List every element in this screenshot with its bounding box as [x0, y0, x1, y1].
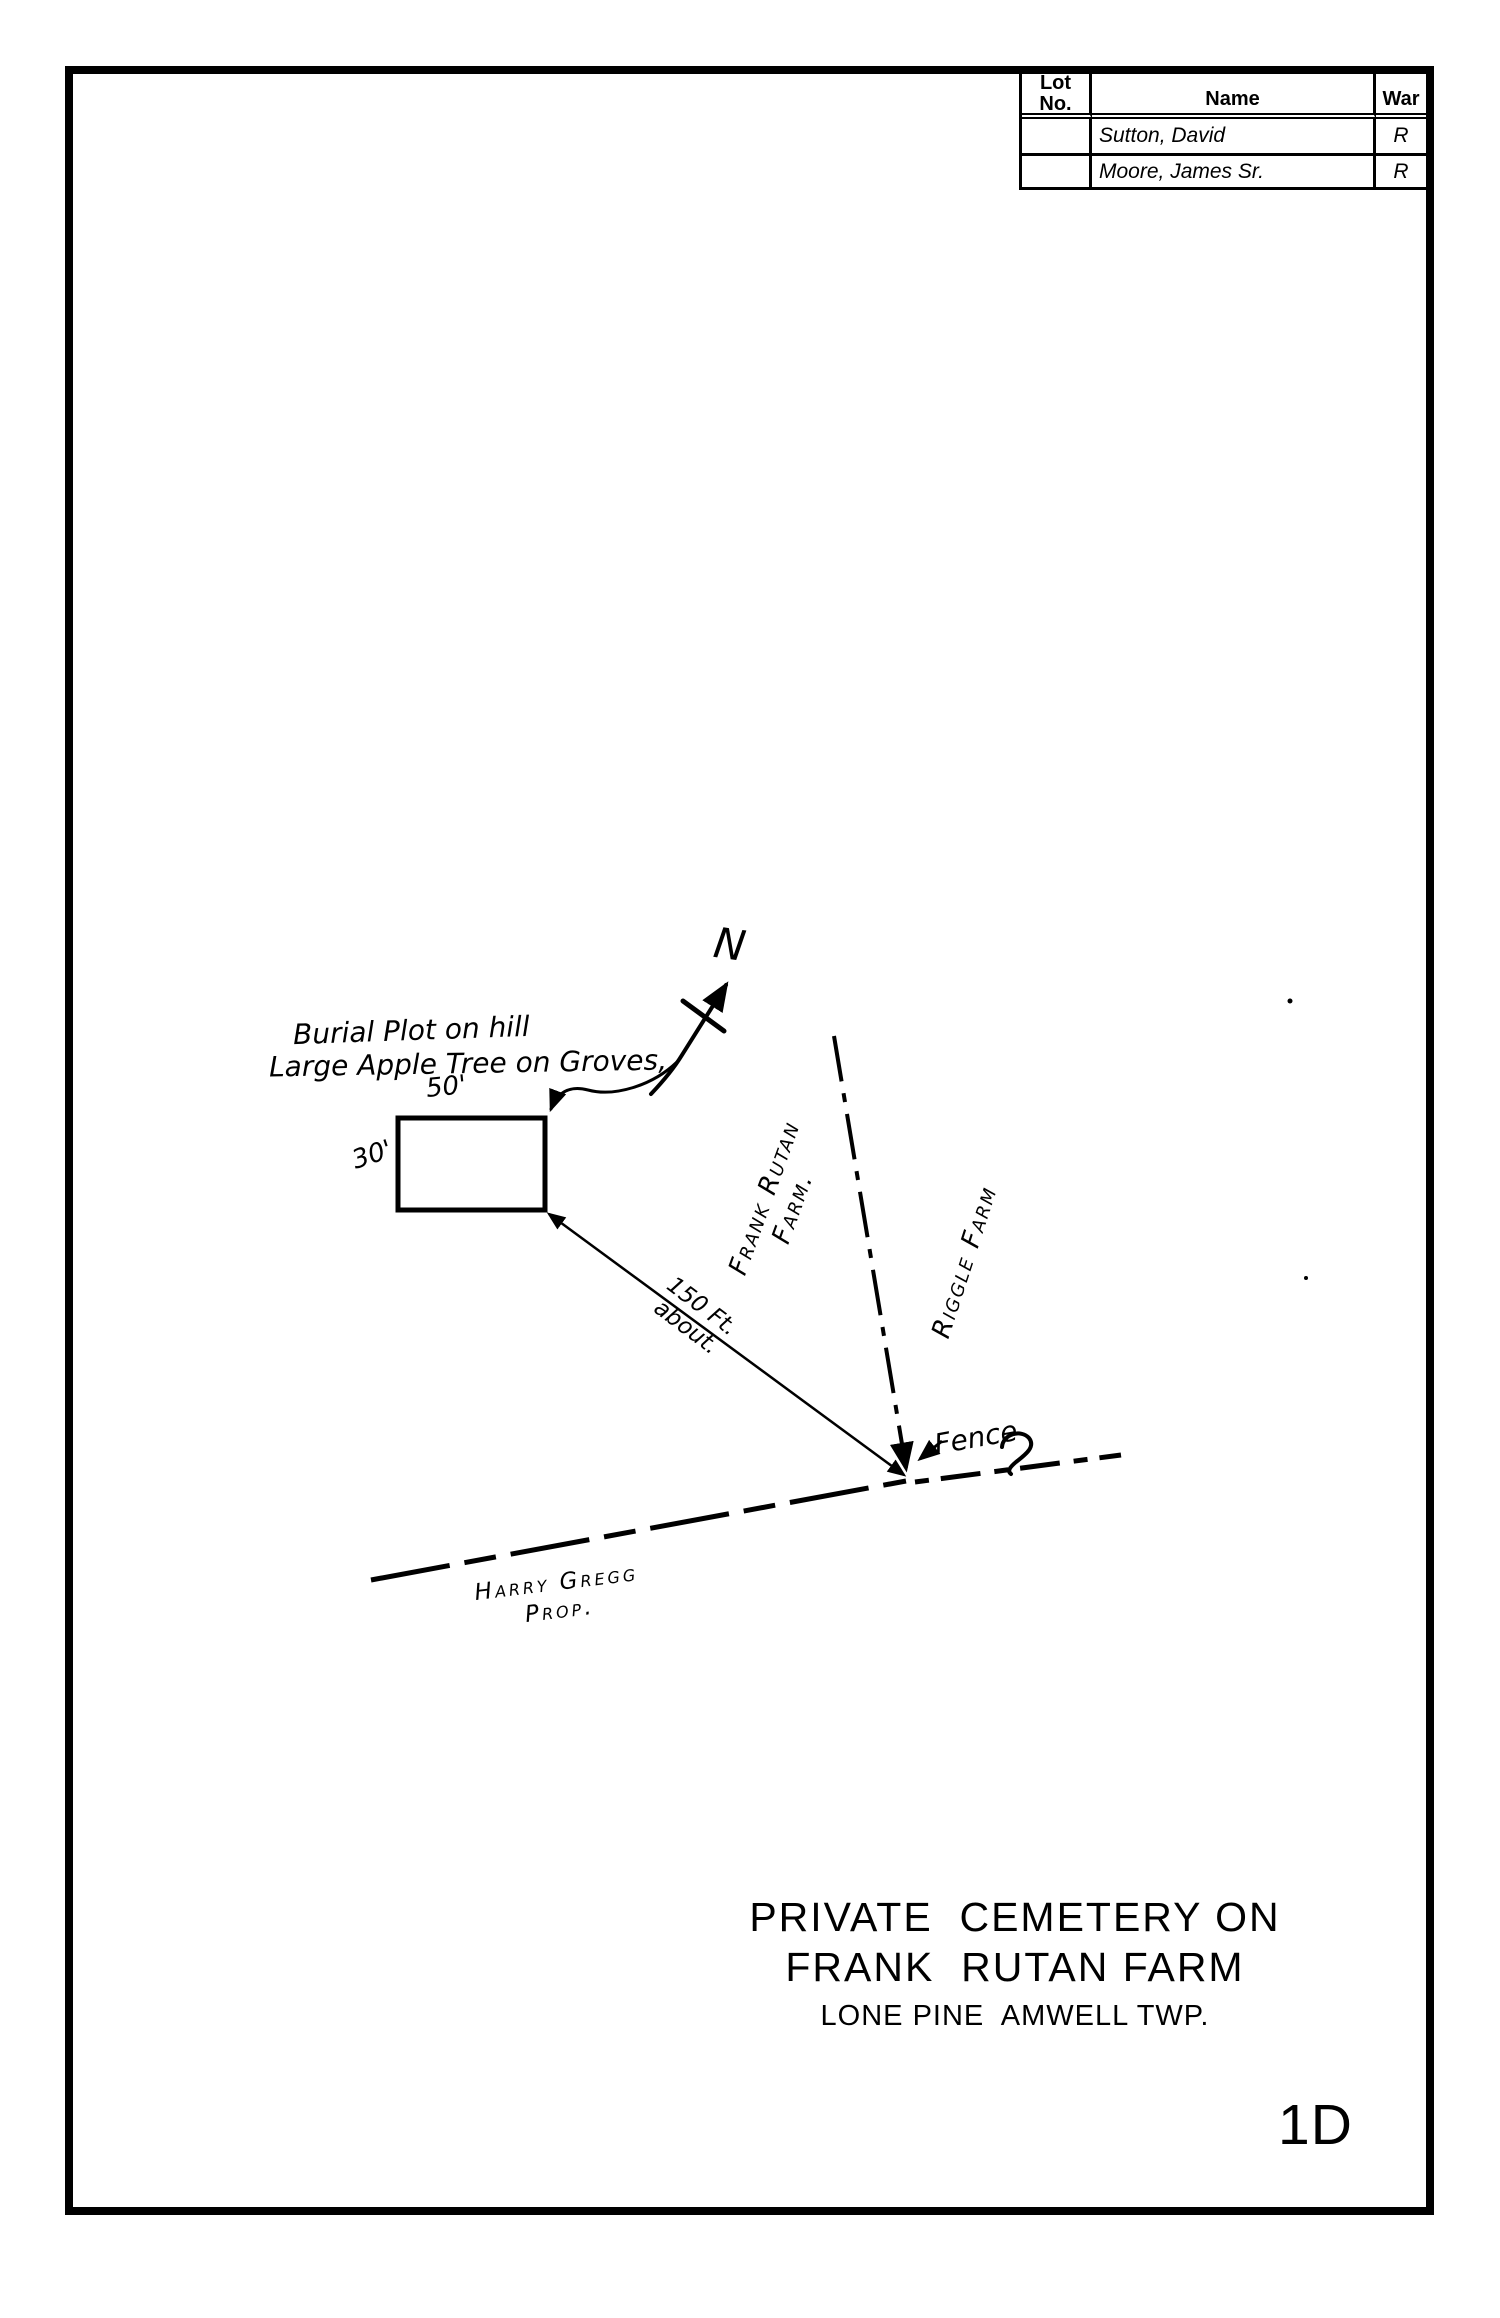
table-row-2-name: Moore, James Sr. [1092, 153, 1376, 187]
scan-speck [1287, 998, 1293, 1004]
col-header-war: War [1376, 74, 1426, 119]
scan-speck [1304, 1276, 1308, 1280]
fence-line [914, 1452, 1122, 1485]
fence-leader-arrow [917, 1439, 943, 1462]
fence-label-flourish [1000, 1431, 1034, 1476]
burial-record-table: Lot No. Name War Sutton, David R Moore, … [1019, 71, 1426, 190]
table-row-1-war: R [1393, 124, 1409, 147]
title-block: PRIVATE CEMETERY ON FRANK RUTAN FARM LON… [665, 1892, 1365, 2036]
table-row-1-lot [1022, 119, 1092, 153]
table-row-2-lot [1022, 153, 1092, 187]
lot-header-line2: No. [1039, 92, 1072, 115]
plot-width-dimension: 50' [424, 1069, 468, 1105]
burial-note-line2: Large Apple Tree on Groves, [268, 1043, 668, 1084]
note-leader-arrow [549, 1060, 679, 1113]
page-number: 1D [1278, 2093, 1353, 2157]
gregg-property-line [370, 1478, 907, 1583]
table-row-2-war: R [1376, 153, 1426, 187]
title-line2: FRANK RUTAN FARM [785, 1944, 1245, 1990]
riggle-boundary-line [832, 1035, 914, 1473]
north-arrow-icon [649, 981, 729, 1096]
title-line1: PRIVATE CEMETERY ON [749, 1894, 1281, 1940]
title-line3: LONE PINE AMWELL TWP. [820, 2000, 1210, 2032]
col-header-name: Name [1092, 74, 1376, 119]
burial-plot-rectangle [395, 1115, 548, 1213]
distance-line-150ft [546, 1212, 907, 1477]
col-header-lot-no: Lot No. [1022, 71, 1092, 119]
page-border-frame [65, 66, 1434, 2215]
lot-header-line1: Lot [1039, 71, 1072, 94]
table-row-1-name: Sutton, David [1092, 119, 1376, 153]
